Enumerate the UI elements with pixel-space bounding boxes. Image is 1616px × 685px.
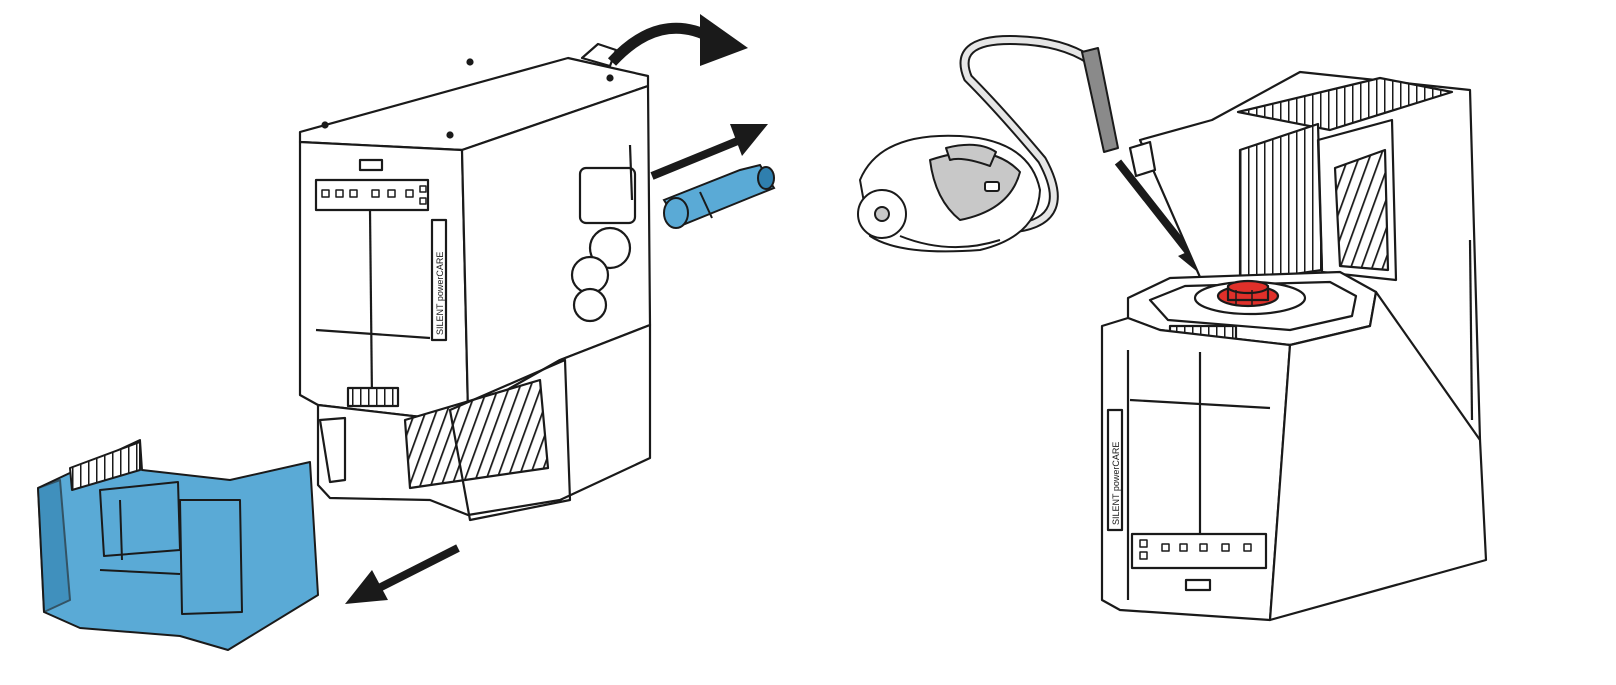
left-brand-label: SILENT powerCARE: [435, 252, 445, 335]
right-control-icons: [1139, 539, 1252, 560]
rotate-arrow-icon: [607, 14, 748, 66]
pull-out-arrow-icon: [345, 544, 460, 604]
right-device: SILENT powerCARE: [1100, 70, 1488, 622]
right-device-side: [1268, 290, 1488, 622]
insert-arrow-icon: [650, 124, 768, 180]
blue-filter-cartridge: [662, 163, 776, 229]
right-device-front: [1100, 316, 1292, 622]
right-logo-badge: [1184, 578, 1212, 592]
left-device: SILENT powerCARE: [298, 42, 652, 522]
left-fan-grille: [403, 378, 550, 490]
left-control-icons: [321, 185, 427, 205]
right-brand-strip: [1106, 408, 1124, 532]
blue-water-tray: [37, 439, 319, 651]
right-brand-label: SILENT powerCARE: [1111, 442, 1121, 525]
red-impeller: [1193, 279, 1307, 316]
vacuum-cleaner: [857, 35, 1119, 253]
left-front-seam: [368, 209, 374, 401]
left-hinge-tab: [580, 42, 618, 68]
left-brand-strip: [430, 218, 448, 342]
left-logo-badge: [358, 158, 384, 172]
